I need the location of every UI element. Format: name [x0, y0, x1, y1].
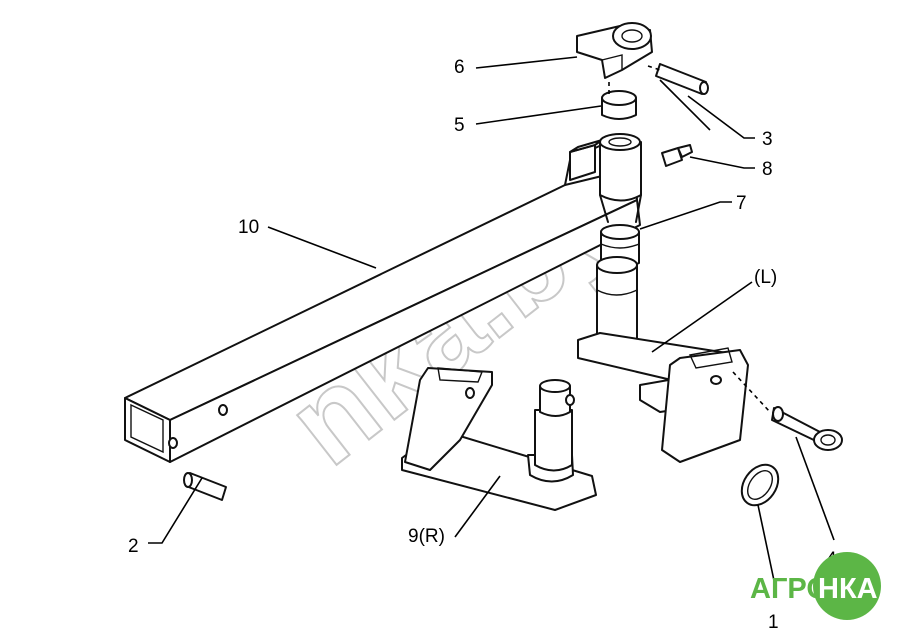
callout-10: 10 — [238, 217, 259, 238]
part-6-lever — [576, 22, 653, 79]
part-1-clip — [740, 463, 780, 507]
callout-9r: 9(R) — [408, 526, 445, 547]
logo-circle — [813, 552, 881, 620]
callout-1: 1 — [768, 612, 779, 633]
callout-6: 6 — [454, 57, 465, 78]
callout-l: (L) — [754, 267, 777, 288]
callout-3: 3 — [762, 129, 773, 150]
callout-8: 8 — [762, 159, 773, 180]
pivot-tube — [599, 133, 642, 223]
part-8-grease-fitting — [661, 144, 693, 167]
part-5-bushing — [601, 90, 637, 120]
part-7-shaft — [596, 224, 640, 349]
part-2-pin — [183, 472, 227, 501]
callout-7: 7 — [736, 193, 747, 214]
stand-left — [577, 332, 749, 463]
callout-labels: 6 5 3 8 7 10 (L) 9(R) 2 4 1 — [128, 57, 837, 633]
callout-2: 2 — [128, 536, 139, 557]
callout-5: 5 — [454, 115, 465, 136]
part-4-pin — [771, 406, 843, 451]
leader-lines — [148, 56, 835, 591]
logo-text-right: НКА — [818, 573, 878, 605]
part-9r-stand — [401, 367, 597, 511]
part-3-pin — [655, 63, 709, 95]
agronka-logo: АГРО НКА — [750, 552, 881, 620]
